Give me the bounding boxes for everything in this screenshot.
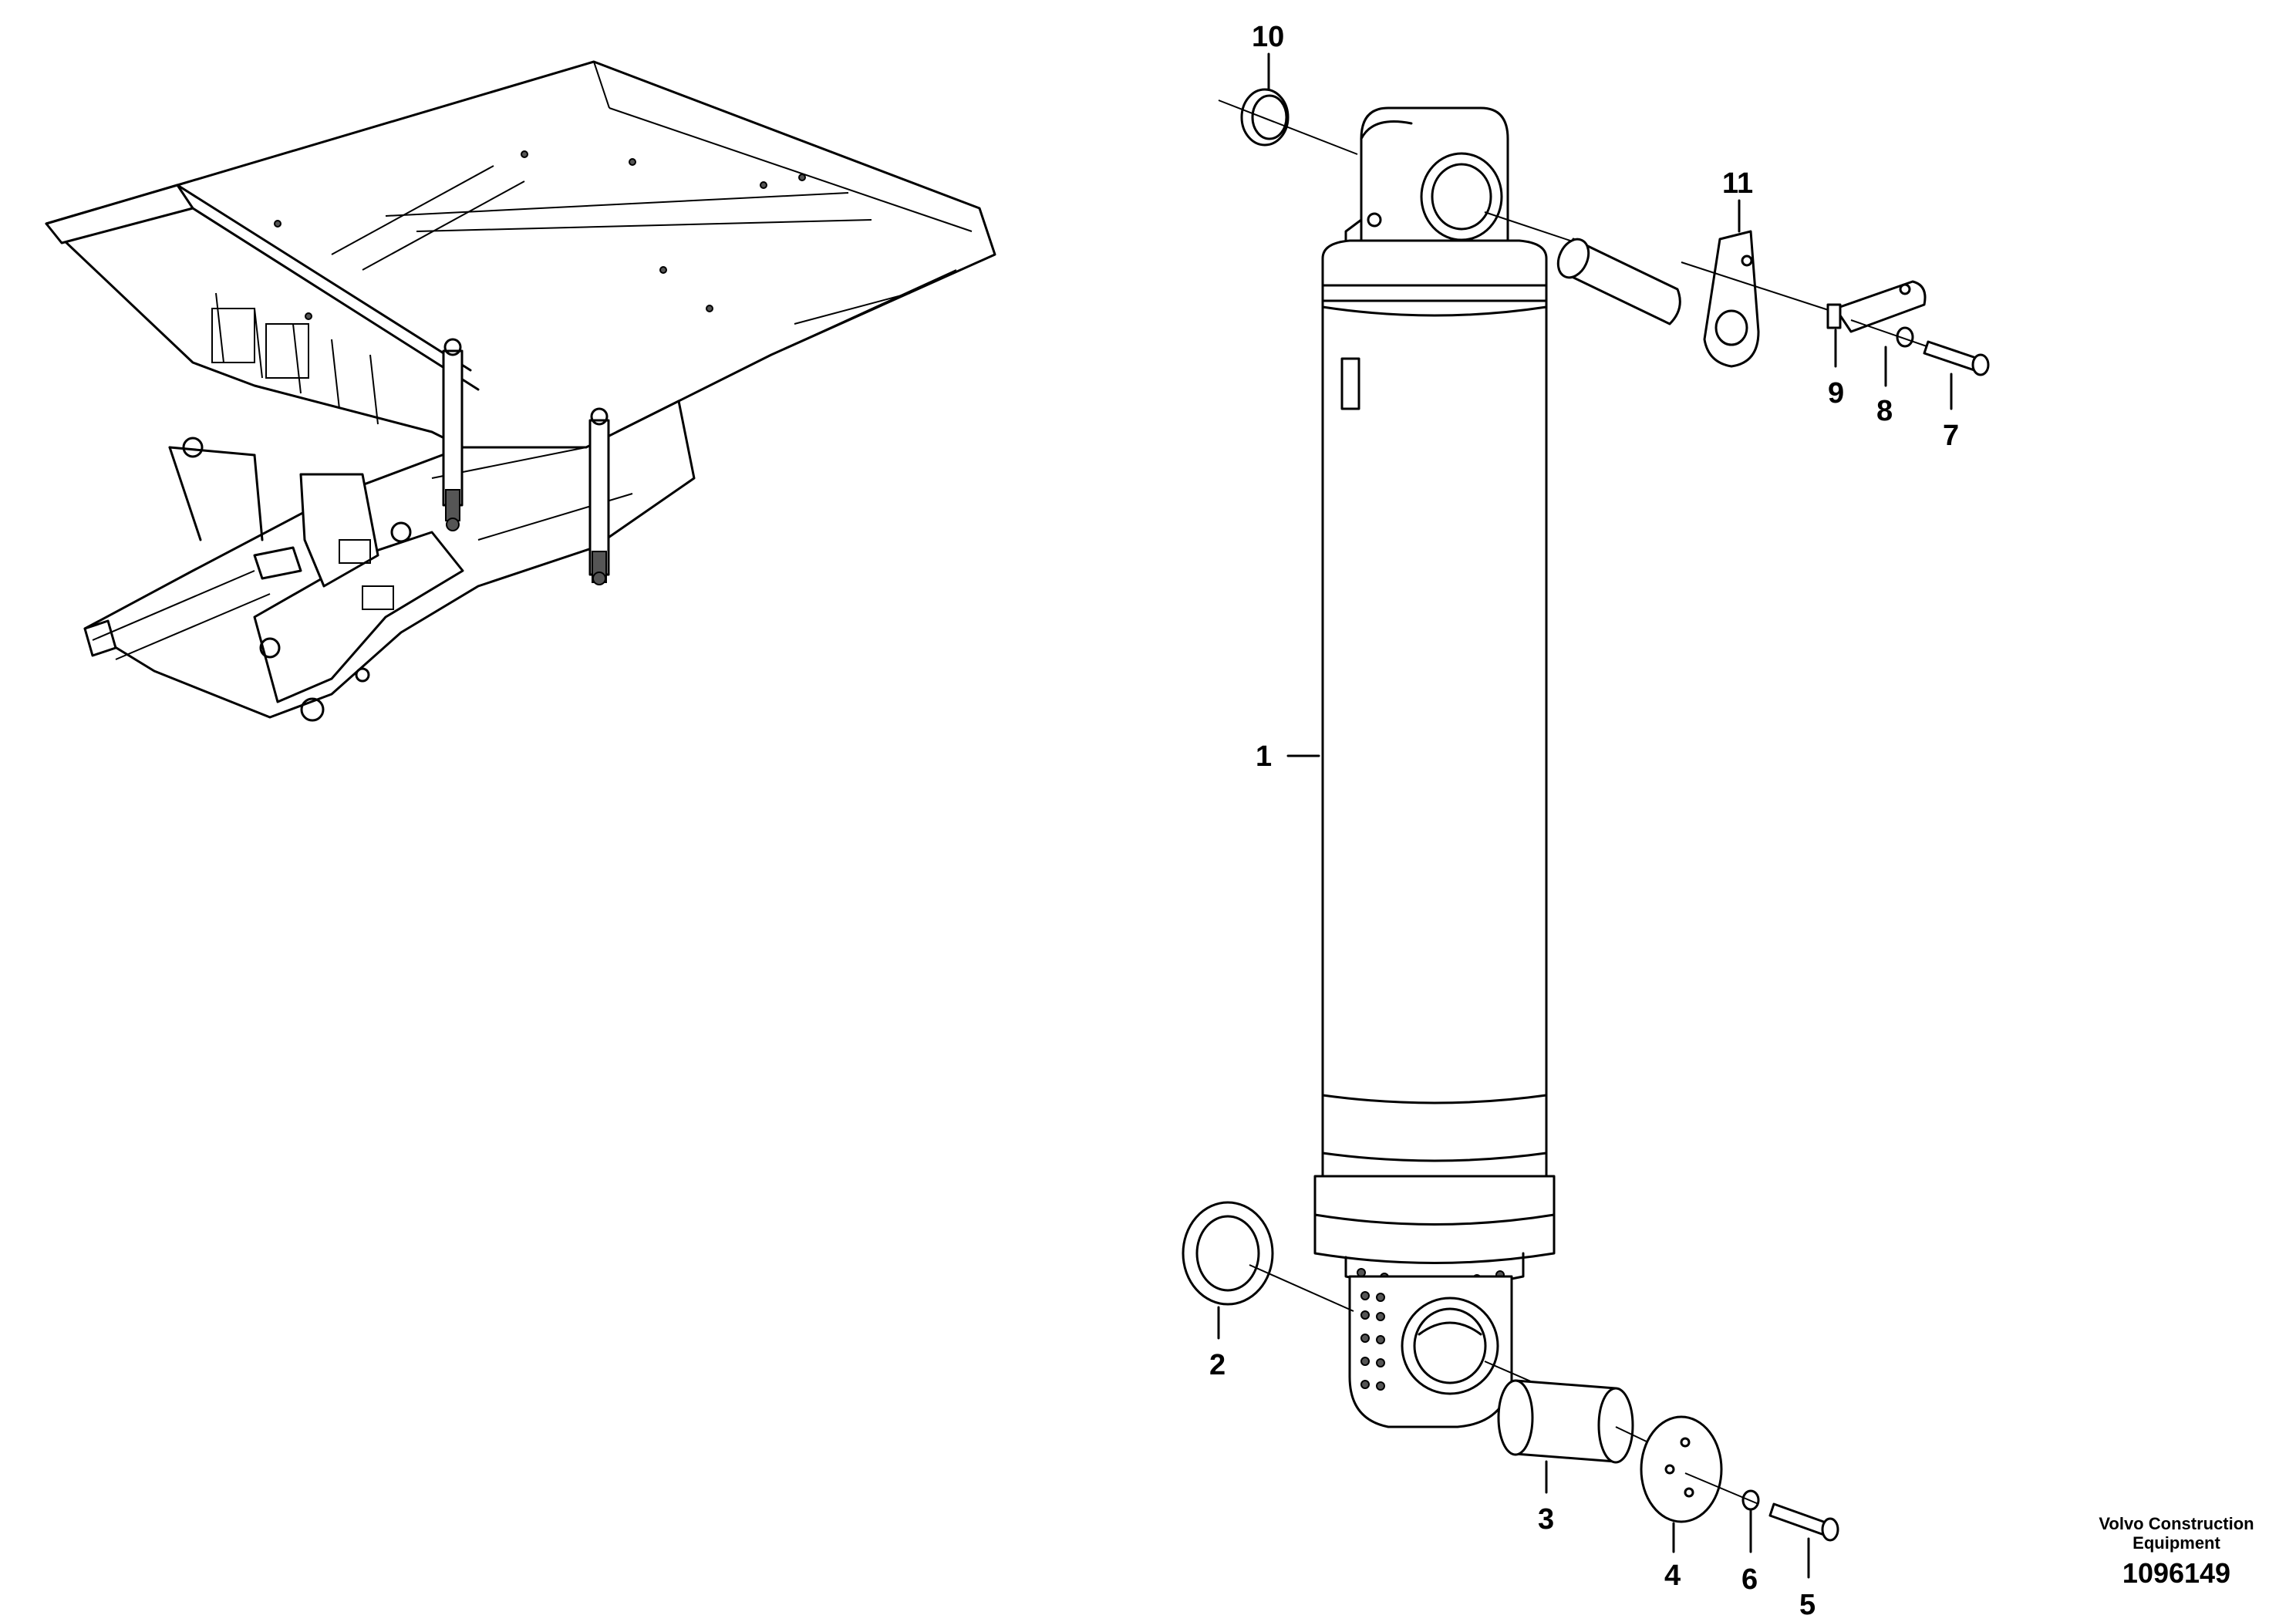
leader-lines (1217, 52, 1953, 1579)
overview-dump-truck-frame (45, 60, 996, 722)
cylinder-barrel-item-1 (1321, 299, 1548, 1178)
hoist-cylinder-assembly (1313, 106, 1556, 1428)
part-2-ring (1182, 1201, 1354, 1312)
company-name-line1: Volvo Construction (2099, 1514, 2254, 1533)
callout-9: 9 (1828, 377, 1844, 410)
part-5-screw (1768, 1502, 1839, 1542)
callout-7: 7 (1943, 420, 1959, 452)
overview-hoist-cylinder-right (588, 407, 610, 585)
company-name-line2: Equipment (2132, 1533, 2220, 1553)
part-10-circlip (1218, 88, 1358, 155)
part-11-pin (1484, 211, 1836, 368)
cylinder-head (1321, 239, 1548, 306)
part-7-screw (1923, 340, 1990, 376)
cylinder-label-plate (1340, 357, 1360, 410)
callout-11: 11 (1722, 167, 1753, 200)
callout-1: 1 (1256, 740, 1272, 773)
callout-labels: 10 11 9 8 7 1 2 3 4 6 5 (1209, 21, 1959, 1621)
callout-3: 3 (1538, 1503, 1554, 1536)
part-9-lock-plate (1826, 280, 1927, 333)
callout-5: 5 (1799, 1589, 1816, 1621)
callout-10: 10 (1252, 21, 1284, 53)
cylinder-gland (1313, 1175, 1556, 1264)
overview-hoist-cylinder-left (442, 338, 464, 531)
callout-6: 6 (1741, 1563, 1758, 1596)
part-3-bushing (1484, 1361, 1698, 1466)
cylinder-top-eye (1344, 106, 1509, 260)
callout-4: 4 (1664, 1560, 1681, 1592)
part-4-cover-plate (1640, 1415, 1759, 1523)
drawing-number: 1096149 (2122, 1557, 2230, 1589)
callout-8: 8 (1876, 395, 1893, 427)
callout-2: 2 (1209, 1349, 1226, 1381)
footer-block: Volvo Construction Equipment 1096149 (2099, 1514, 2254, 1589)
cylinder-bottom-eye (1348, 1275, 1513, 1428)
